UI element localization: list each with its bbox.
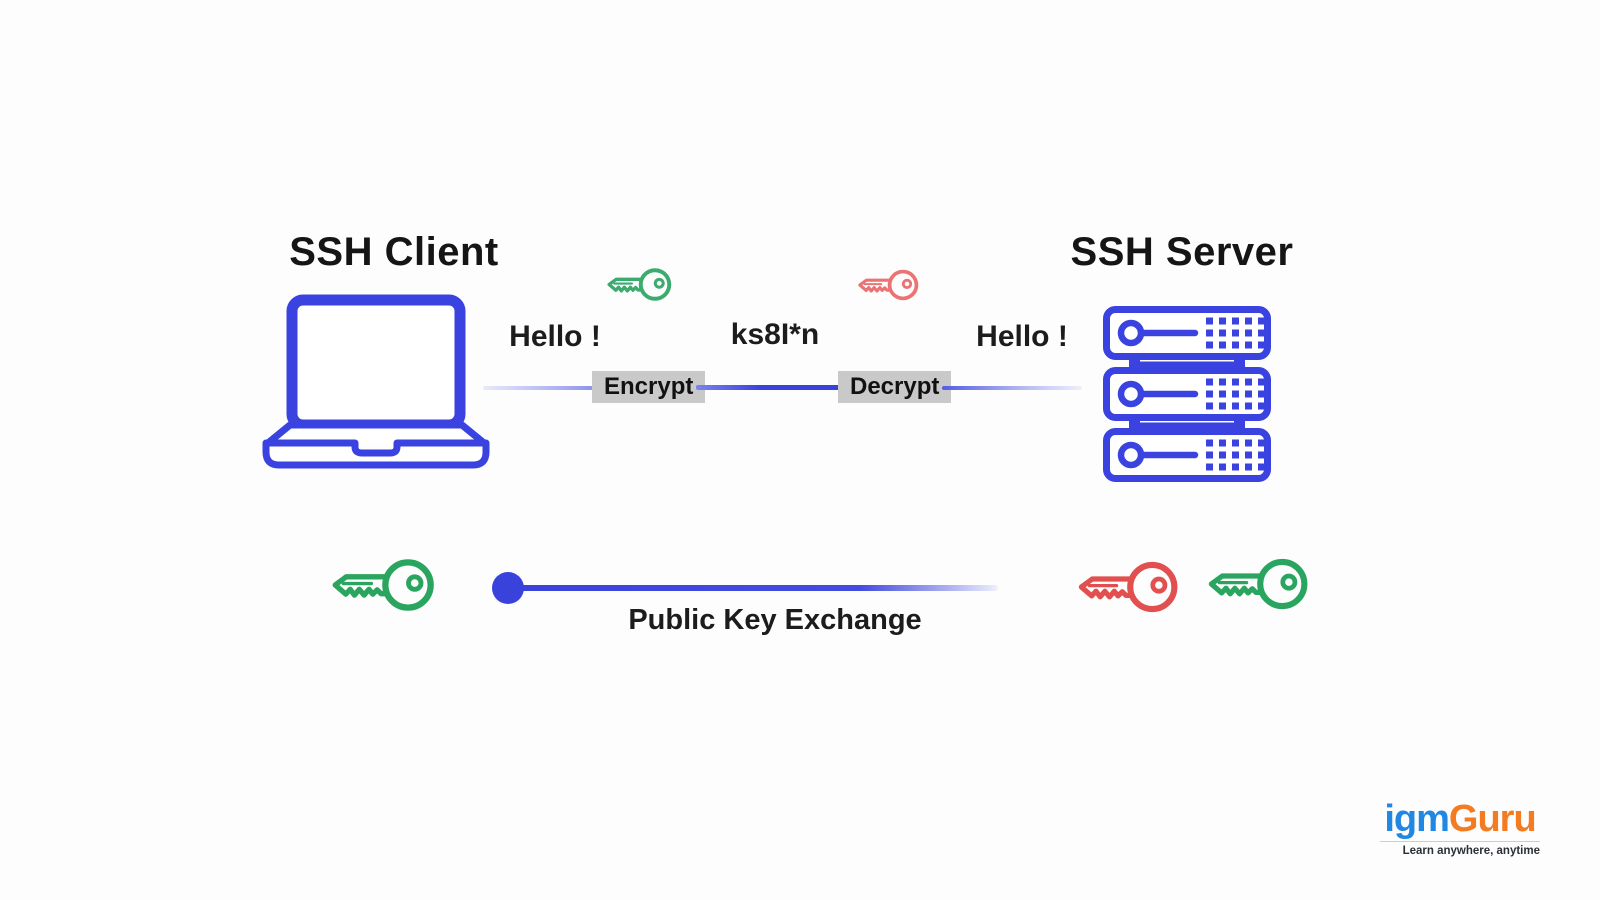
- logo-text-guru: Guru: [1448, 798, 1537, 840]
- logo-text: igmGuru: [1380, 800, 1540, 838]
- red-key-icon: [855, 263, 919, 307]
- plaintext-message-left: Hello !: [509, 320, 601, 353]
- public-key-exchange-label: Public Key Exchange: [628, 604, 922, 636]
- red-key-icon: [1072, 556, 1180, 618]
- logo-text-igm: igm: [1384, 798, 1450, 840]
- ssh-server-title: SSH Server: [1070, 230, 1294, 274]
- flow-line-client-segment: [483, 386, 593, 390]
- encrypt-badge: Encrypt: [592, 371, 706, 403]
- exchange-line: [506, 585, 998, 591]
- green-key-icon: [327, 553, 435, 617]
- flow-line-cipher-segment: [696, 385, 840, 390]
- server-rack-icon: [1103, 306, 1271, 482]
- ssh-client-title: SSH Client: [289, 230, 499, 274]
- laptop-icon: [262, 294, 490, 470]
- flow-line-server-segment: [942, 386, 1082, 390]
- logo-tagline: Learn anywhere, anytime: [1380, 841, 1540, 857]
- green-key-icon: [1203, 553, 1309, 615]
- igmguru-logo: igmGuru Learn anywhere, anytime: [1380, 800, 1540, 857]
- green-key-icon: [604, 261, 672, 308]
- plaintext-message-right: Hello !: [976, 320, 1068, 353]
- decrypt-badge: Decrypt: [838, 371, 952, 403]
- ciphertext-message: ks8I*n: [730, 318, 820, 351]
